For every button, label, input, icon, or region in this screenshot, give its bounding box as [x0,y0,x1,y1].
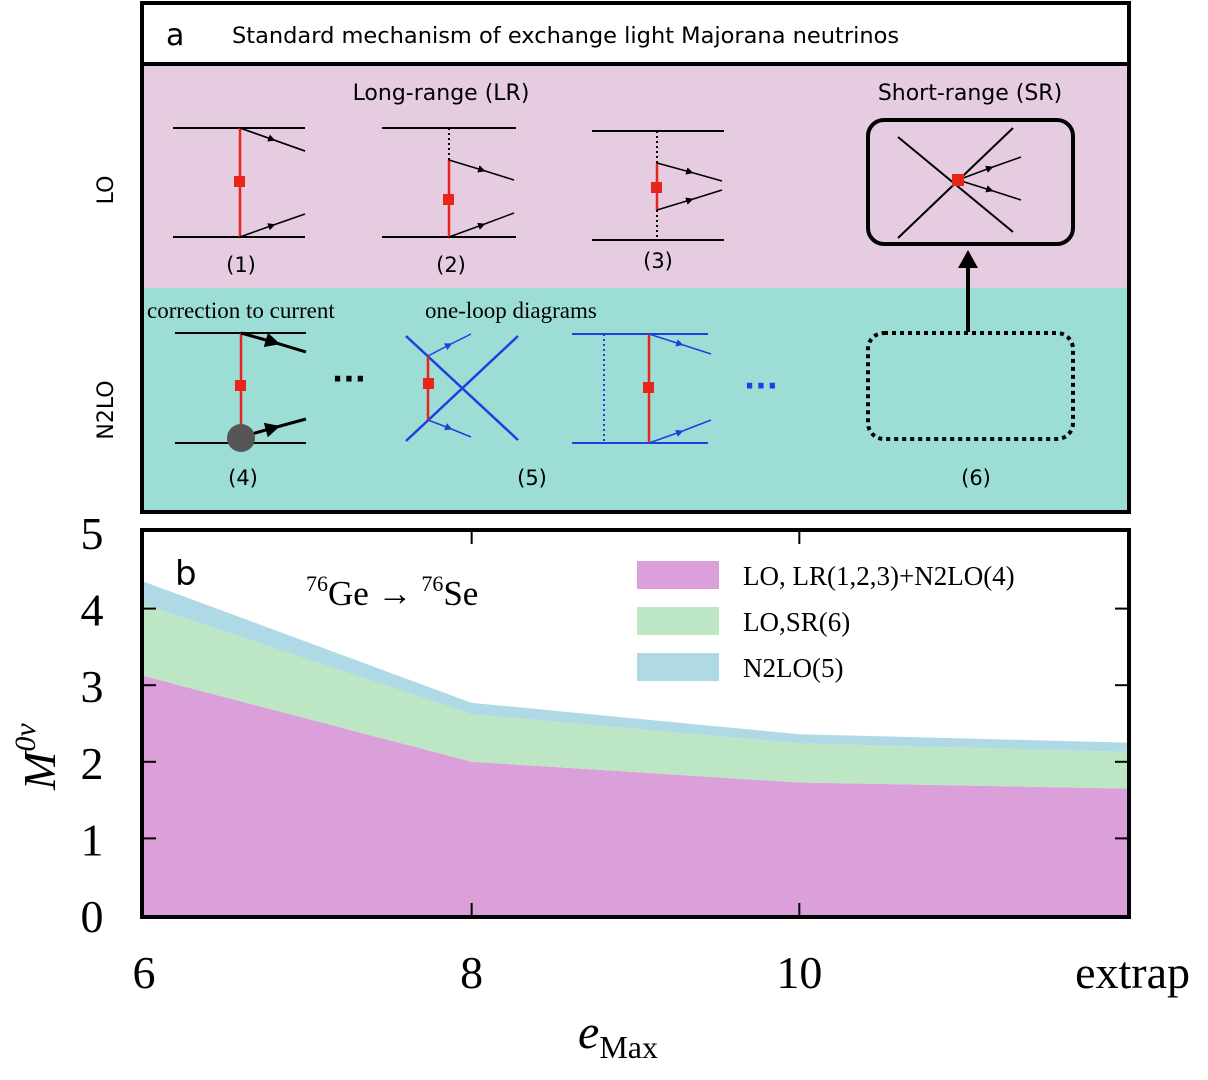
legend-swatch [637,653,719,681]
reaction-parent: Ge → [328,574,421,613]
diagram-label-2: (2) [436,253,466,277]
plot-frame [140,528,1131,919]
diagram-6-placeholder [866,331,1075,441]
area-series-1 [144,676,1127,915]
x-tick-label: extrap [1075,947,1190,998]
vertex-square [643,382,654,393]
vertex-square [651,182,662,193]
y-tick-label: 5 [81,508,104,559]
one-loop-header: one-loop diagrams [425,298,597,323]
panel-a: a Standard mechanism of exchange light M… [94,1,1131,514]
legend-label: LO, LR(1,2,3)+N2LO(4) [743,561,1015,591]
legend-label: LO,SR(6) [743,607,850,637]
area-series-3 [144,581,1127,752]
area-layers [144,581,1127,915]
diagram-3: (3) [592,130,724,273]
y-axis-superscript: 0ν [9,723,42,752]
diagram-5-box [572,333,712,444]
vertex-square [423,378,434,389]
x-tick-label: 10 [776,947,822,998]
panel-a-label: a [166,18,184,53]
legend-swatch [637,607,719,635]
y-tick-label: 3 [81,661,104,712]
diagram-label-5: (5) [517,466,547,490]
panel-a-frame [140,1,1131,514]
current-correction-blob [227,424,255,452]
n2lo-background [142,288,1129,512]
row-label-lo: LO [94,176,119,205]
lo-background [142,64,1129,288]
y-tick-label: 1 [81,814,104,865]
diagram-label-1: (1) [226,253,256,277]
ellipsis-black: ··· [332,362,366,397]
diagram-4: (4) [175,331,307,490]
axis-ticks: 0 1 2 3 4 5 6 8 10 extrap [81,508,1191,998]
y-axis-symbol: M [14,749,65,791]
x-tick-label: 8 [460,947,483,998]
diagram-label-3: (3) [643,249,673,273]
legend-label: N2LO(5) [743,653,843,683]
y-axis-title: M0ν [9,723,65,791]
y-tick-label: 2 [81,738,104,789]
y-tick-label: 4 [81,585,104,636]
y-tick-label: 0 [81,891,104,942]
vertex-square [443,194,454,205]
ellipsis-blue: ··· [744,369,778,404]
diagram-label-6: (6) [961,466,991,490]
panel-b-label: b [175,554,197,594]
row-label-n2lo: N2LO [94,380,119,439]
diagram-2: (2) [382,127,516,277]
arrow-head [958,250,978,268]
panel-a-title: Standard mechanism of exchange light Maj… [232,23,899,49]
legend-swatch [637,561,719,589]
vertex-square [235,380,246,391]
vertex-square [234,176,245,187]
diagram-6-contact [866,118,1075,246]
area-series-2 [144,604,1127,789]
diagram-1: (1) [173,127,306,277]
x-tick-label: 6 [133,947,156,998]
reaction-mass-1: 76 [306,571,328,596]
short-range-header: Short-range (SR) [878,81,1062,106]
legend: LO, LR(1,2,3)+N2LO(4) LO,SR(6) N2LO(5) [637,561,1015,683]
correction-header: correction to current [147,298,335,323]
reaction-label: 76Ge → 76Se [306,571,478,613]
x-axis-title: eMax [578,1006,658,1065]
long-range-header: Long-range (LR) [353,81,530,106]
diagram-label-4: (4) [228,466,258,490]
reaction-mass-2: 76 [421,571,443,596]
vertex-square [952,174,964,186]
x-axis-subscript: Max [599,1029,658,1065]
x-axis-symbol: e [578,1006,599,1059]
diagram-5-crossed [405,333,519,442]
reaction-daughter: Se [443,574,478,613]
